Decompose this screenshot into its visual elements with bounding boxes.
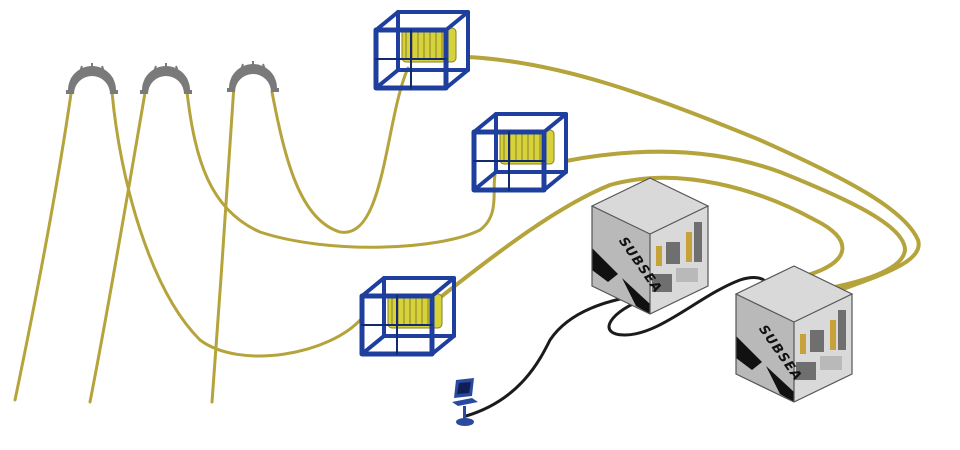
operator-workstation-icon (452, 378, 478, 426)
umbilical-sheave1-drop (13, 85, 74, 402)
reel-group (362, 12, 566, 354)
cable-reel-icon (474, 114, 566, 190)
cable-reel-icon (376, 12, 468, 88)
sheave-group (66, 61, 279, 94)
control-cables (464, 276, 769, 418)
overboarding-sheave-icon (66, 63, 118, 94)
overboarding-sheave-icon (227, 61, 279, 92)
overboarding-sheave-icon (140, 63, 192, 94)
umbilical-reel2-to-container2 (564, 149, 908, 290)
umbilical-reel1-to-container2 (466, 55, 921, 295)
control-container-icon: SUBSEA (735, 265, 853, 403)
umbilical-sheave1-to-reel3 (110, 90, 364, 358)
umbilical-sheave3-drop (210, 83, 236, 404)
umbilical-sheave2-drop (88, 85, 148, 404)
umbilical-sheave2-to-reel2 (185, 90, 497, 249)
cable-container1-to-container2 (607, 276, 769, 337)
cable-reel-icon (362, 278, 454, 354)
umbilical-lines (13, 55, 921, 404)
container-group: SUBSEA SUBSEA (591, 177, 853, 403)
control-container-icon: SUBSEA (591, 177, 709, 315)
cable-workstation-to-container1 (464, 293, 642, 418)
umbilical-reel3-to-container2 (435, 175, 845, 302)
umbilical-sheave3-to-reel1 (270, 66, 410, 234)
